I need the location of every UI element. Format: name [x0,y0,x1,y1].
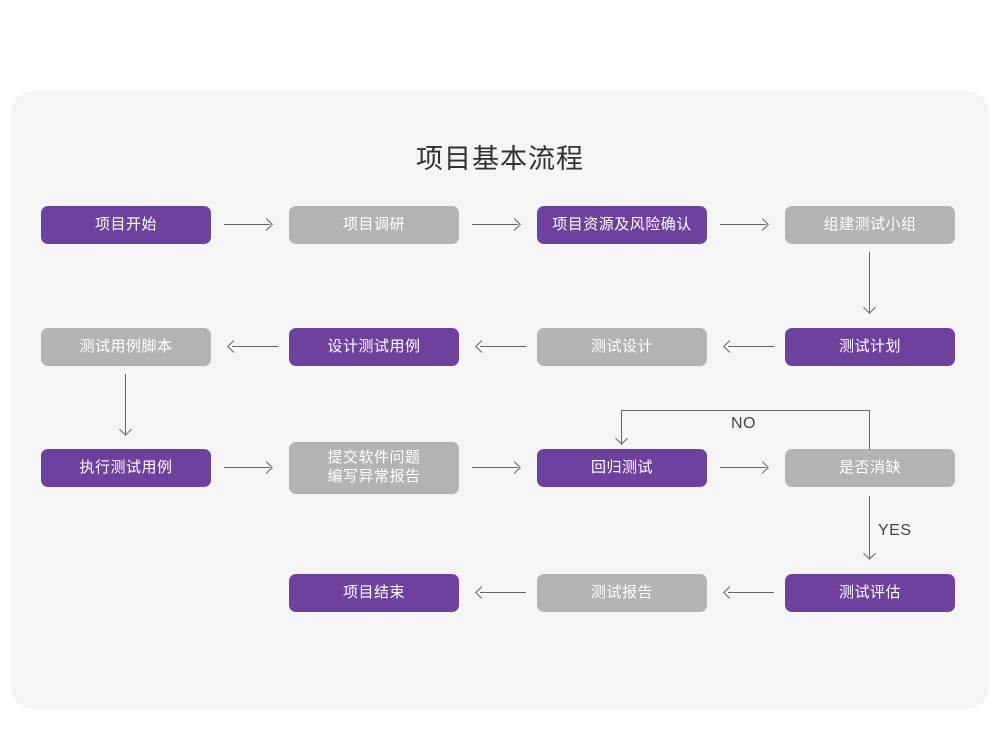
node-test-evaluation[interactable]: 测试评估 [785,574,955,612]
node-label: 回归测试 [590,458,653,476]
edge-line [224,467,270,469]
node-label: 是否消缺 [838,458,901,476]
edge-line [869,252,871,312]
edge-line [720,467,766,469]
node-label: 项目结束 [342,583,405,601]
edge-line [232,346,278,348]
flowchart-card [10,90,990,710]
edge-line [621,410,870,412]
edge-line [480,592,526,594]
node-build-test-team[interactable]: 组建测试小组 [785,206,955,244]
node-resource-risk-confirm[interactable]: 项目资源及风险确认 [537,206,707,244]
node-label: 测试计划 [838,337,901,355]
edge-line [728,592,774,594]
node-test-plan[interactable]: 测试计划 [785,328,955,366]
edge-line [869,496,871,558]
edge-line [621,410,623,443]
node-project-end[interactable]: 项目结束 [289,574,459,612]
node-execute-testcase[interactable]: 执行测试用例 [41,449,211,487]
node-label: 项目开始 [94,215,157,233]
node-test-design[interactable]: 测试设计 [537,328,707,366]
node-testcase-script[interactable]: 测试用例脚本 [41,328,211,366]
node-label: 执行测试用例 [79,458,173,476]
node-project-research[interactable]: 项目调研 [289,206,459,244]
node-label: 提交软件问题 编写异常报告 [327,449,421,485]
node-test-report[interactable]: 测试报告 [537,574,707,612]
edge-label-no: NO [731,415,756,432]
node-label: 测试用例脚本 [79,337,173,355]
node-project-start[interactable]: 项目开始 [41,206,211,244]
edge-line [869,410,871,450]
edge-line [472,224,518,226]
edge-line [728,346,774,348]
edge-line [720,224,766,226]
node-label: 测试报告 [590,583,653,601]
node-label: 项目资源及风险确认 [552,215,692,233]
node-defect-cleared[interactable]: 是否消缺 [785,449,955,487]
node-submit-issue-report[interactable]: 提交软件问题 编写异常报告 [289,442,459,494]
edge-line [125,374,127,434]
node-label: 测试设计 [590,337,653,355]
node-regression-test[interactable]: 回归测试 [537,449,707,487]
page-title: 项目基本流程 [416,144,584,174]
edge-line [224,224,270,226]
edge-label-yes: YES [878,522,912,539]
node-design-testcase[interactable]: 设计测试用例 [289,328,459,366]
node-label: 项目调研 [342,215,405,233]
edge-line [480,346,526,348]
edge-line [472,467,518,469]
node-label: 测试评估 [838,583,901,601]
node-label: 组建测试小组 [823,215,917,233]
node-label: 设计测试用例 [327,337,421,355]
